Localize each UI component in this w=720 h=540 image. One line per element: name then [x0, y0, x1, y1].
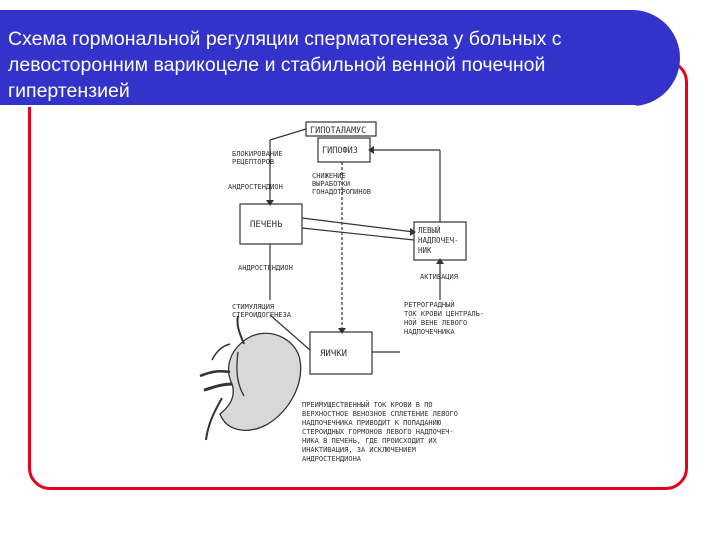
- adrenal-vein: [236, 315, 245, 345]
- testes-label: ЯИЧКИ: [320, 349, 347, 359]
- steroidogenesis-stim-2: СТЕРОИДОГЕНЕЗА: [232, 311, 292, 319]
- retrograde-flow-3: НОЙ ВЕНЕ ЛЕВОГО: [404, 318, 467, 327]
- arrowhead-testes: [338, 328, 346, 334]
- renal-vein: [203, 382, 233, 392]
- vessel-branch: [211, 343, 231, 361]
- footnote-line-6: ИНАКТИВАЦИЯ, ЗА ИСКЛЮЧЕНИЕМ: [302, 446, 416, 454]
- left-adrenal-label-3: НИК: [418, 246, 432, 255]
- gonadotropin-decrease-2: ВЫРАБОТКИ: [312, 180, 350, 188]
- line-adrenal-liver-2: [301, 227, 415, 241]
- androstenedione-mid: АНДРОСТЕНДИОН: [238, 264, 293, 272]
- retrograde-flow-4: НАДПОЧЕЧНИКА: [404, 328, 455, 336]
- kidney-hilum: [236, 351, 245, 397]
- line-hypo-left: [269, 128, 307, 141]
- footnote-line-2: ВЕРХНОСТНОЕ ВЕНОЗНОЕ СПЛЕТЕНИЕ ЛЕВОГО: [302, 410, 458, 418]
- kidney-shape: [219, 332, 302, 431]
- pituitary-label: ГИПОФИЗ: [322, 146, 358, 156]
- footnote-line-4: СТЕРОИДНЫХ ГОРМОНОВ ЛЕВОГО НАДПОЧЕЧ-: [302, 428, 454, 436]
- receptor-block-1: БЛОКИРОВАНИЕ: [232, 150, 283, 158]
- arrowhead-adrenal: [410, 228, 416, 236]
- activation-label: АКТИВАЦИЯ: [420, 273, 458, 281]
- left-adrenal-label-1: ЛЕВЫЙ: [418, 226, 441, 235]
- retrograde-flow-2: ТОК КРОВИ ЦЕНТРАЛЬ-: [404, 310, 484, 318]
- arrowhead-pituitary: [368, 146, 374, 154]
- hypothalamus-label: ГИПОТАЛАМУС: [310, 126, 366, 136]
- footnote-line-5: НИКА В ПЕЧЕНЬ, ГДЕ ПРОИСХОДИТ ИХ: [302, 437, 438, 445]
- slide-title: Схема гормональной регуляции сперматоген…: [8, 28, 562, 102]
- title-underline: [0, 105, 636, 107]
- gonadotropin-decrease-3: ГОНАДОТРОПИНОВ: [312, 188, 371, 196]
- renal-artery: [199, 369, 231, 378]
- androstenedione-top: АНДРОСТЕНДИОН: [228, 183, 283, 191]
- line-liver-testes: [269, 314, 311, 351]
- left-adrenal-label-2: НАДПОЧЕЧ-: [418, 236, 459, 245]
- arrowhead-liver: [266, 200, 274, 206]
- arrowheads: [266, 146, 444, 334]
- gonadotropin-decrease-1: СНИЖЕНИЕ: [312, 172, 346, 180]
- receptor-block-2: РЕЦЕПТОРОВ: [232, 158, 274, 166]
- footnote-line-3: НАДПОЧЕЧНИКА ПРИВОДИТ К ПОПАДАНИЮ: [302, 419, 442, 427]
- line-adrenal-liver-1: [301, 217, 415, 233]
- kidney-illustration: [199, 315, 302, 441]
- steroidogenesis-stim-1: СТИМУЛЯЦИЯ: [232, 303, 274, 311]
- liver-label: ПЕЧЕНЬ: [250, 220, 283, 230]
- arrowhead-activation: [436, 258, 444, 264]
- retrograde-flow-1: РЕТРОГРАДНЫЙ: [404, 300, 455, 309]
- title-bar: Схема гормональной регуляции сперматоген…: [0, 10, 680, 107]
- footnote-line-1: ПРЕИМУЩЕСТВЕННЫЙ ТОК КРОВИ В ПО: [302, 400, 433, 409]
- gonadal-vein: [205, 397, 223, 441]
- footnote-line-7: АНДРОСТЕНДИОНА: [302, 455, 362, 463]
